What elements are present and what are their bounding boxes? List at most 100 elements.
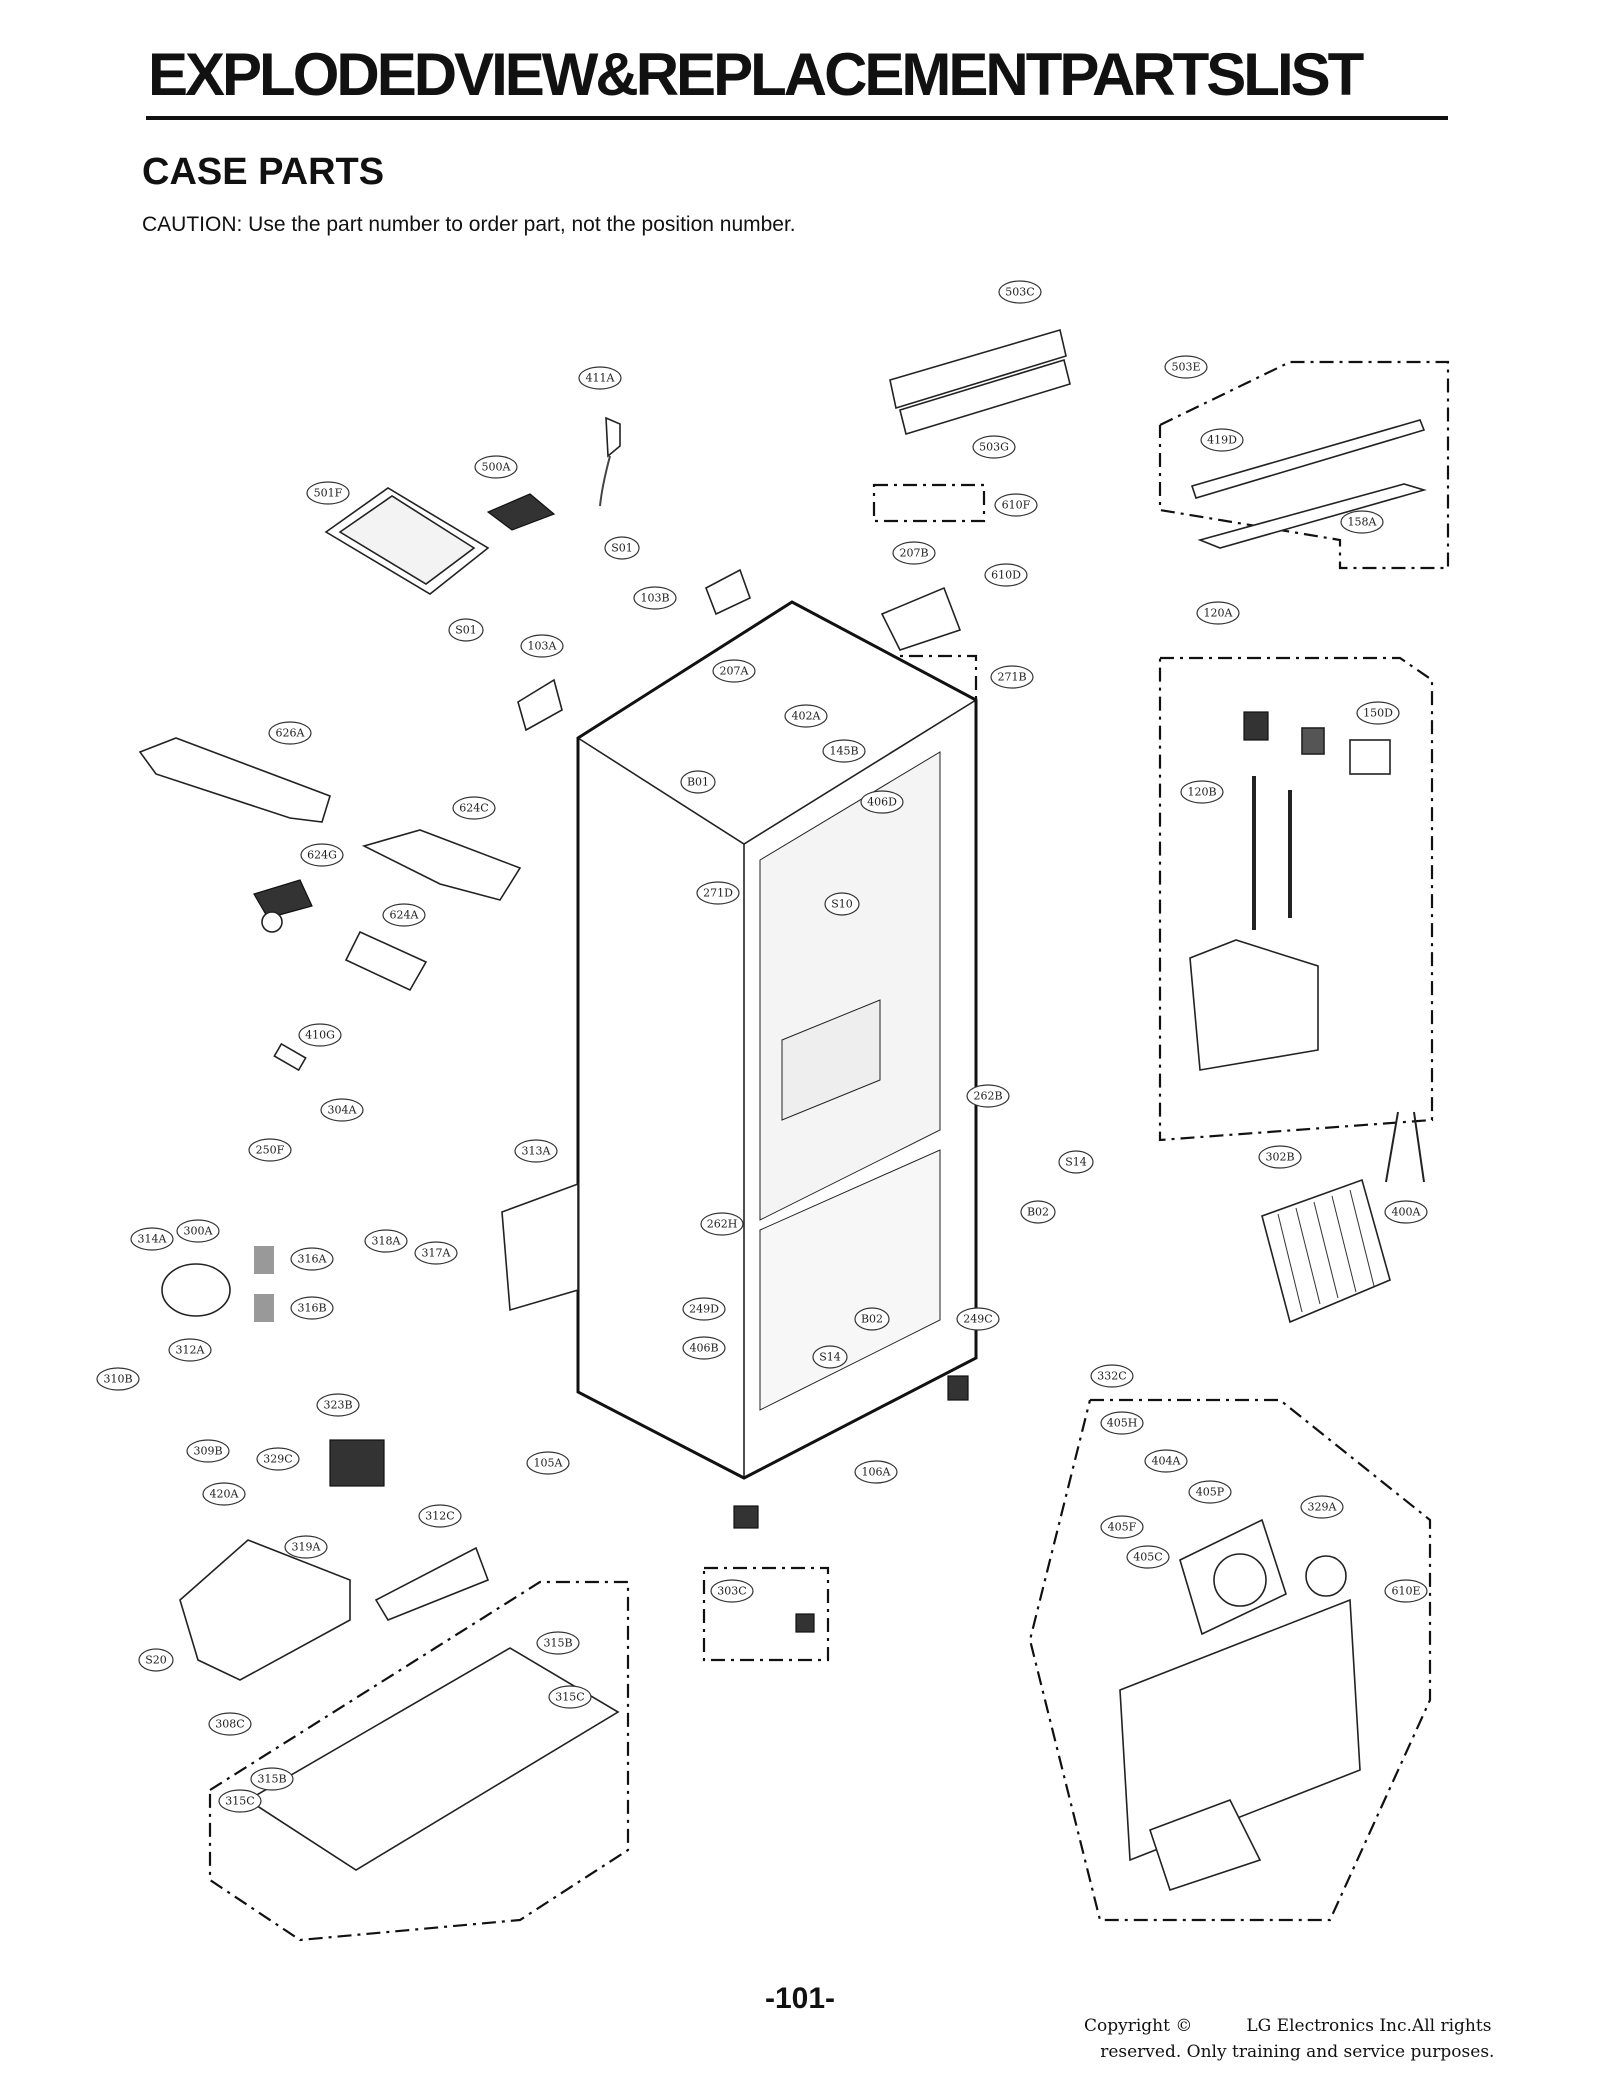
part-callout-bubble	[700, 1212, 744, 1236]
part-callout: 610E	[1384, 1579, 1428, 1603]
part-callout: 501F	[306, 481, 350, 505]
part-callout-label: 405C	[1133, 1551, 1162, 1564]
part-callout: 405P	[1188, 1480, 1232, 1504]
part-callout-bubble	[316, 1393, 360, 1417]
part-callout: 400A	[1384, 1200, 1428, 1224]
part-callout: S20	[138, 1648, 174, 1672]
part-callout: 610F	[994, 493, 1038, 517]
part-callout-label: 312A	[176, 1344, 206, 1357]
part-callout-label: 312C	[425, 1510, 454, 1523]
part-callout: 120A	[1196, 601, 1240, 625]
part-callout: 249D	[682, 1297, 726, 1321]
part-callout-bubble	[682, 1297, 726, 1321]
part-callout: 419D	[1200, 428, 1244, 452]
part-callout: S14	[812, 1345, 848, 1369]
part-callout: 503E	[1164, 355, 1208, 379]
part-callout-label: 315B	[257, 1773, 286, 1786]
part-callout-label: 329C	[263, 1453, 292, 1466]
part-callout: 503C	[998, 280, 1042, 304]
part-callout: 312C	[418, 1504, 462, 1528]
part-callout: 303C	[710, 1579, 754, 1603]
part-callout-label: 503E	[1171, 361, 1200, 374]
part-callout-bubble	[298, 1023, 342, 1047]
part-callout-label: 315C	[555, 1691, 584, 1704]
part-callout-label: 302B	[1265, 1151, 1294, 1164]
part-callout: 323B	[316, 1393, 360, 1417]
part-callout: 626A	[268, 721, 312, 745]
part-callout-label: 405F	[1108, 1521, 1137, 1534]
part-callout: 329C	[256, 1447, 300, 1471]
part-callout-bubble	[854, 1307, 890, 1331]
part-callout: 310B	[96, 1367, 140, 1391]
part-callout-bubble	[448, 618, 484, 642]
part-callout-label: 420A	[210, 1488, 240, 1501]
part-callout: 103B	[633, 586, 677, 610]
part-callout-bubble	[364, 1229, 408, 1253]
part-callout-label: 402A	[792, 710, 822, 723]
part-callout-bubble	[290, 1247, 334, 1271]
part-callout-bubble	[208, 1712, 252, 1736]
part-callout-bubble	[1100, 1515, 1144, 1539]
part-callout-bubble	[860, 790, 904, 814]
part-callout-label: 411A	[586, 372, 616, 385]
part-callout-bubble	[1090, 1364, 1134, 1388]
part-callout-label: 120A	[1204, 607, 1234, 620]
part-callout: 207A	[712, 659, 756, 683]
part-callout-label: 405P	[1196, 1486, 1225, 1499]
part-callout: 420A	[202, 1482, 246, 1506]
part-callout: 312A	[168, 1338, 212, 1362]
part-callout-label: 308C	[215, 1718, 244, 1731]
part-callout: 329A	[1300, 1495, 1344, 1519]
part-callout-label: 323B	[323, 1399, 352, 1412]
part-callout-label: 314A	[138, 1233, 168, 1246]
part-callout: B01	[680, 770, 716, 794]
section-title: CASE PARTS	[142, 151, 385, 193]
part-callout-label: 610D	[991, 569, 1021, 582]
part-callout-label: 410G	[305, 1029, 335, 1042]
part-callout: 106A	[854, 1460, 898, 1484]
part-callout-bubble	[1384, 1200, 1428, 1224]
part-callout: 315B	[536, 1631, 580, 1655]
part-sketches	[138, 328, 1427, 1892]
part-callout-label: 332C	[1097, 1370, 1126, 1383]
part-callout-bubble	[966, 1084, 1010, 1108]
part-callout-bubble	[536, 1631, 580, 1655]
part-callout: 315B	[250, 1767, 294, 1791]
part-callout: 314A	[130, 1227, 174, 1251]
part-callout-bubble	[696, 881, 740, 905]
part-callout-bubble	[138, 1648, 174, 1672]
part-callout: 404A	[1144, 1449, 1188, 1473]
part-callout-bubble	[130, 1227, 174, 1251]
part-callout-label: 103A	[528, 640, 558, 653]
part-callout-label: 309B	[193, 1445, 222, 1458]
part-callout-label: 610E	[1391, 1585, 1420, 1598]
part-callout: S01	[604, 536, 640, 560]
part-callout-bubble	[202, 1482, 246, 1506]
part-callout-bubble	[176, 1219, 220, 1243]
part-callout: 313A	[514, 1139, 558, 1163]
part-callout: 316B	[290, 1296, 334, 1320]
part-callout-bubble	[1126, 1545, 1170, 1569]
part-callout-bubble	[578, 366, 622, 390]
part-callout: 406D	[860, 790, 904, 814]
part-callout-bubble	[1384, 1579, 1428, 1603]
part-callout-label: 316B	[297, 1302, 326, 1315]
part-callout: 262H	[700, 1212, 744, 1236]
part-callout-bubble	[1164, 355, 1208, 379]
part-callout-label: 304A	[328, 1104, 358, 1117]
part-callout: 318A	[364, 1229, 408, 1253]
part-callout-label: 501F	[314, 487, 343, 500]
part-callout-label: 406B	[689, 1342, 718, 1355]
part-callout-label: 503C	[1005, 286, 1034, 299]
page-number: -101-	[764, 1982, 836, 2015]
part-callout-label: B01	[687, 776, 709, 789]
part-callout-bubble	[854, 1460, 898, 1484]
part-callout: 624G	[300, 843, 344, 867]
part-callout-label: S14	[819, 1351, 841, 1364]
part-callout-label: 150D	[1363, 707, 1393, 720]
part-callout-bubble	[300, 843, 344, 867]
part-callout: 300A	[176, 1219, 220, 1243]
part-callout-bubble	[168, 1338, 212, 1362]
part-callout-bubble	[604, 536, 640, 560]
part-callout: 405F	[1100, 1515, 1144, 1539]
